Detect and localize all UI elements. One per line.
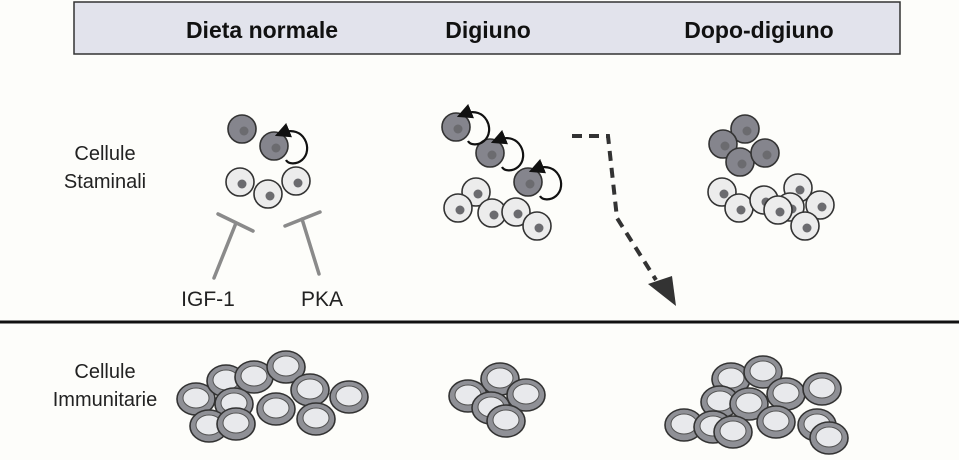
column-title-post-fasting: Dopo-digiuno xyxy=(684,17,833,43)
stem-cell-dark xyxy=(513,167,543,197)
immune-cell xyxy=(729,387,769,421)
inhibitor-igf1 xyxy=(212,212,255,280)
stem-cell-dark xyxy=(750,138,780,168)
row-label-immune-line2: Immunitarie xyxy=(53,389,157,411)
immune-cell xyxy=(809,421,849,455)
stem-cell-light xyxy=(522,211,552,241)
immune-cell xyxy=(802,372,842,406)
immune-cell xyxy=(290,373,330,407)
immune-cell xyxy=(743,355,783,389)
stem-cell-dark xyxy=(259,131,289,161)
stem-cell-dark xyxy=(227,114,257,144)
inhibitor-pka xyxy=(283,210,322,276)
immune-cell xyxy=(766,377,806,411)
immune-cell xyxy=(486,404,526,438)
self-renewal-arrow xyxy=(490,129,525,172)
stem-cell-dark xyxy=(725,147,755,177)
stem-cell-light xyxy=(805,190,835,220)
stem-cell-dark xyxy=(708,129,738,159)
header-band xyxy=(73,1,901,55)
stem-cell-light xyxy=(501,197,531,227)
dashed-arrow-head xyxy=(648,276,676,306)
immune-cell xyxy=(329,380,369,414)
immune-cell xyxy=(506,378,546,412)
stem-cell-light xyxy=(225,167,255,197)
stem-cell-light xyxy=(443,193,473,223)
row-label-immune-line1: Cellule xyxy=(74,361,135,383)
immune-cell xyxy=(216,407,256,441)
immune-cell xyxy=(713,415,753,449)
immune-cell xyxy=(234,360,274,394)
column-title-normal-diet: Dieta normale xyxy=(186,17,338,43)
immune-cell xyxy=(756,405,796,439)
stem-cell-dark xyxy=(441,112,471,142)
self-renewal-arrow xyxy=(528,158,563,201)
immune-cell xyxy=(256,392,296,426)
stem-cell-light xyxy=(281,166,311,196)
stem-cell-light xyxy=(790,211,820,241)
cell-layer xyxy=(176,103,849,455)
column-title-fasting: Digiuno xyxy=(445,17,531,43)
stem-cell-dark xyxy=(730,114,760,144)
stem-cell-dark xyxy=(475,138,505,168)
stem-cell-light xyxy=(724,193,754,223)
label-igf1: IGF-1 xyxy=(181,288,235,311)
row-label-stem-line2: Staminali xyxy=(64,171,146,193)
immune-cell xyxy=(296,402,336,436)
stem-cell-light xyxy=(763,195,793,225)
immune-cell xyxy=(266,350,306,384)
immune-cell xyxy=(176,382,216,416)
stem-cell-light xyxy=(253,179,283,209)
dashed-transition-arrow xyxy=(572,134,658,282)
self-renewal-arrow xyxy=(274,122,309,165)
label-pka: PKA xyxy=(301,288,343,311)
row-label-stem-line1: Cellule xyxy=(74,143,135,165)
self-renewal-arrow xyxy=(456,103,491,146)
